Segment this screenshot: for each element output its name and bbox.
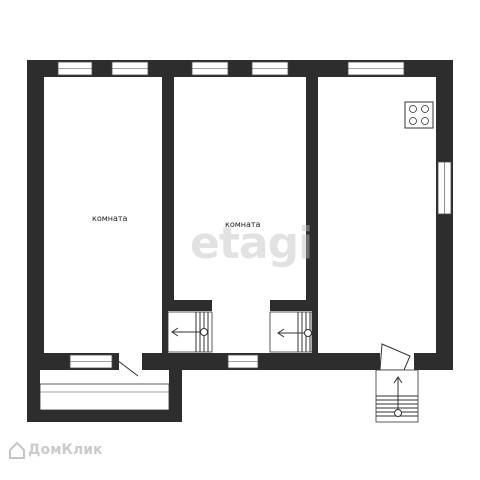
interior-wall-1 — [162, 77, 174, 302]
interior-wall-2 — [306, 77, 318, 302]
outer-wall-bottom-mid — [142, 353, 380, 370]
window-top-3 — [191, 61, 229, 76]
balcony — [27, 370, 182, 422]
room-label-2: комната — [225, 220, 261, 229]
outer-wall-bottom-right — [414, 353, 453, 370]
room-label-1: комната — [92, 214, 128, 223]
window-top-4 — [251, 61, 289, 76]
window-bottom-1 — [69, 354, 113, 369]
stove-icon — [404, 101, 434, 129]
stairs-icon — [167, 311, 213, 353]
outer-wall-right — [436, 60, 453, 370]
window-bottom-2 — [227, 354, 259, 369]
window-top-5 — [347, 61, 405, 76]
stairs-icon — [269, 311, 313, 353]
window-top-2 — [111, 61, 149, 76]
stairs-icon — [375, 369, 419, 423]
window-right — [437, 161, 452, 215]
stair-side-wall-1 — [162, 300, 168, 353]
house-icon — [9, 441, 25, 459]
stair-enclosure-wall-2 — [270, 300, 318, 311]
outer-wall-left — [27, 60, 44, 370]
window-top-1 — [57, 61, 93, 76]
brand-logo: ДомКлик — [28, 442, 103, 458]
stair-enclosure-wall-1 — [162, 300, 212, 311]
door-swing-1 — [116, 359, 139, 377]
watermark: etagi — [190, 218, 313, 269]
stair-side-wall-2 — [312, 300, 318, 353]
door-swing-2 — [379, 343, 411, 371]
